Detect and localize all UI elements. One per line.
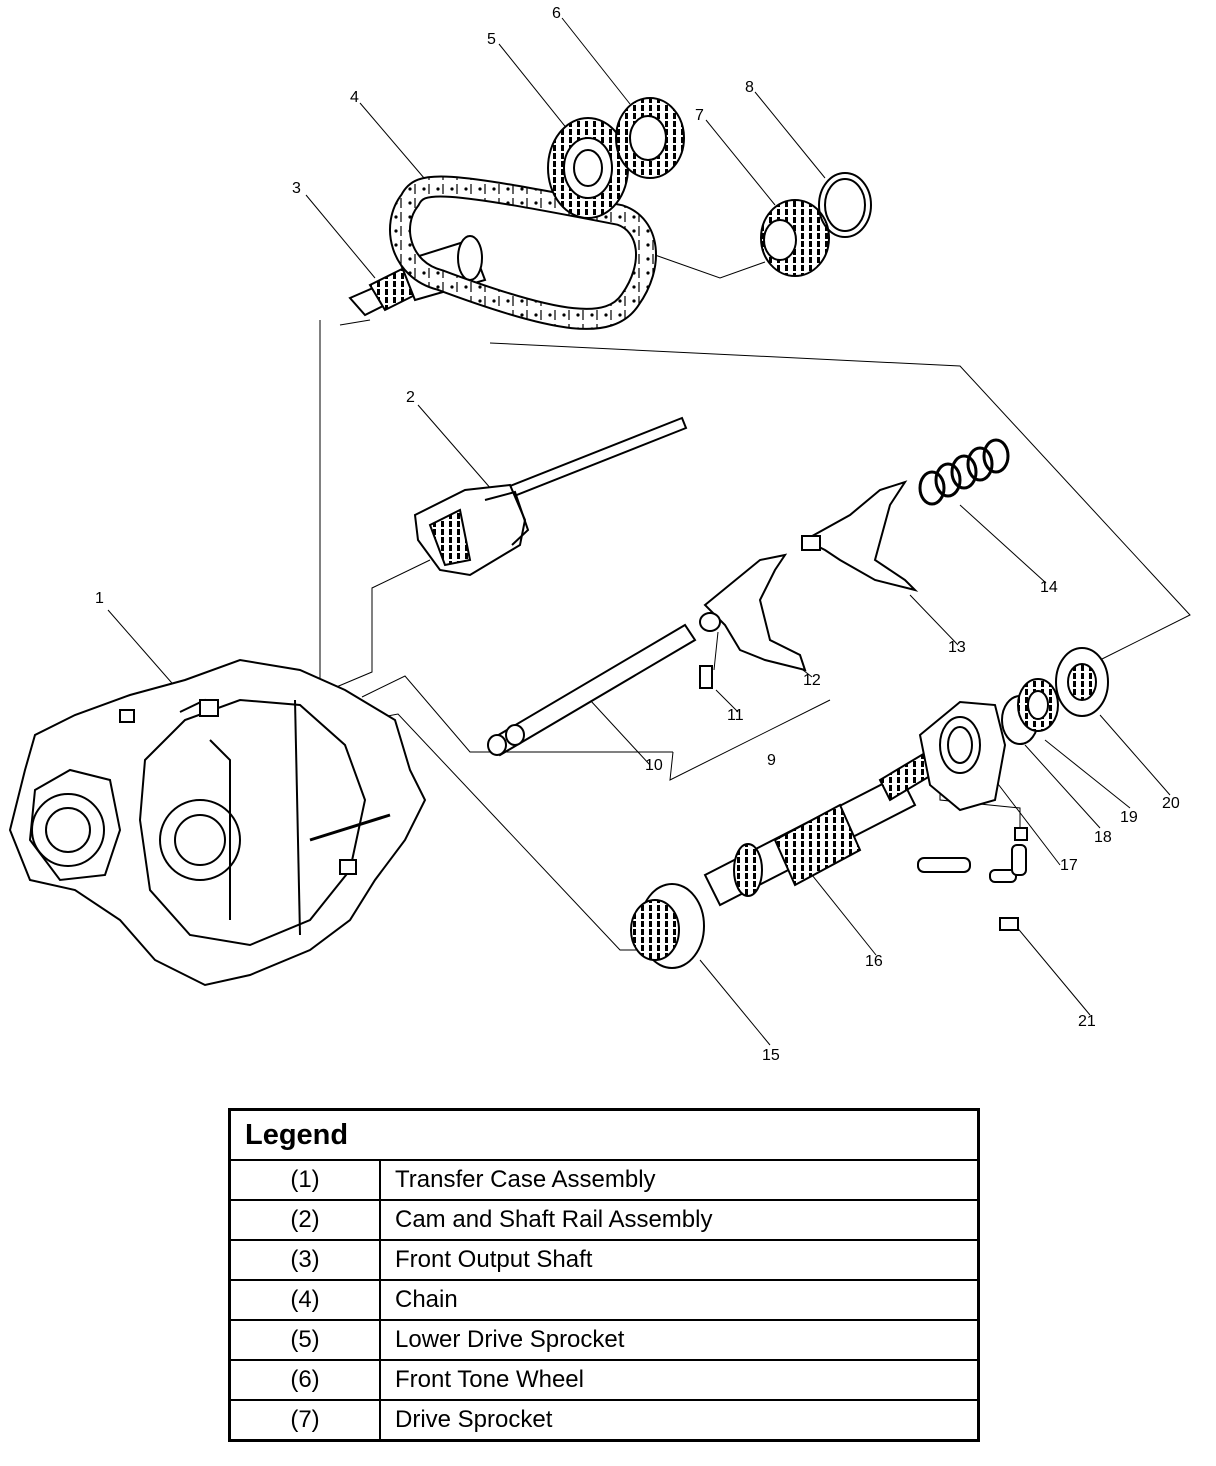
legend-description: Chain <box>379 1279 980 1321</box>
legend-description: Drive Sprocket <box>379 1399 980 1442</box>
legend-number: (4) <box>228 1279 381 1321</box>
callout-6: 6 <box>552 5 561 22</box>
shift-fork-13 <box>801 480 919 592</box>
legend-row: (3) Front Output Shaft <box>228 1239 980 1281</box>
shift-rail <box>487 623 697 757</box>
legend-row: (6) Front Tone Wheel <box>228 1359 980 1401</box>
legend-number: (7) <box>228 1399 381 1442</box>
callout-21: 21 <box>1078 1013 1096 1030</box>
callout-1: 1 <box>95 590 104 607</box>
legend-row: (2) Cam and Shaft Rail Assembly <box>228 1199 980 1241</box>
legend-row: (1) Transfer Case Assembly <box>228 1159 980 1201</box>
drive-chain <box>389 175 657 330</box>
legend-table: Legend (1) Transfer Case Assembly (2) Ca… <box>228 1108 980 1442</box>
callout-16: 16 <box>865 953 883 970</box>
callout-17: 17 <box>1060 857 1078 874</box>
spring <box>918 438 1010 506</box>
snap-ring <box>818 172 872 238</box>
callout-4: 4 <box>350 89 359 106</box>
front-tone-wheel <box>615 97 685 179</box>
callout-11: 11 <box>727 707 744 724</box>
callout-9: 9 <box>767 752 776 769</box>
drive-sprocket <box>760 199 830 277</box>
mainshaft <box>703 748 942 907</box>
callout-13: 13 <box>948 639 966 656</box>
legend-row: (5) Lower Drive Sprocket <box>228 1319 980 1361</box>
callout-2: 2 <box>406 389 415 406</box>
callout-7: 7 <box>695 107 704 124</box>
legend-row: (4) Chain <box>228 1279 980 1321</box>
callout-19: 19 <box>1120 809 1138 826</box>
callout-5: 5 <box>487 31 496 48</box>
callout-15: 15 <box>762 1047 780 1064</box>
callout-20: 20 <box>1162 795 1180 812</box>
callout-3: 3 <box>292 180 301 197</box>
rear-ring <box>1055 647 1109 717</box>
callout-18: 18 <box>1094 829 1112 846</box>
bearing <box>1017 678 1059 732</box>
legend-number: (3) <box>228 1239 381 1281</box>
exploded-view-diagram: 1 2 3 4 5 6 7 8 9 10 11 12 13 14 15 16 1… <box>8 5 1191 1064</box>
legend-header-row: Legend <box>228 1108 980 1161</box>
legend-number: (2) <box>228 1199 381 1241</box>
legend-description: Cam and Shaft Rail Assembly <box>379 1199 980 1241</box>
callout-14: 14 <box>1040 579 1058 596</box>
oil-pump <box>918 700 1007 812</box>
legend-description: Lower Drive Sprocket <box>379 1319 980 1361</box>
legend-number: (1) <box>228 1159 381 1201</box>
callout-12: 12 <box>803 672 821 689</box>
legend-title: Legend <box>228 1108 980 1161</box>
sprocket-15 <box>630 883 705 969</box>
shift-fork-12 <box>699 553 807 689</box>
legend-description: Front Tone Wheel <box>379 1359 980 1401</box>
small-pins <box>917 827 1028 931</box>
legend-description: Transfer Case Assembly <box>379 1159 980 1201</box>
legend-row: (7) Drive Sprocket <box>228 1399 980 1442</box>
legend-number: (5) <box>228 1319 381 1361</box>
callout-labels: 1 2 3 4 5 6 7 8 9 10 11 12 13 14 15 16 1… <box>95 5 1180 1064</box>
legend-description: Front Output Shaft <box>379 1239 980 1281</box>
transfer-case-assembly <box>8 658 427 987</box>
cam-and-shaft-rail <box>413 416 688 577</box>
legend-number: (6) <box>228 1359 381 1401</box>
callout-8: 8 <box>745 79 754 96</box>
callout-10: 10 <box>645 757 663 774</box>
